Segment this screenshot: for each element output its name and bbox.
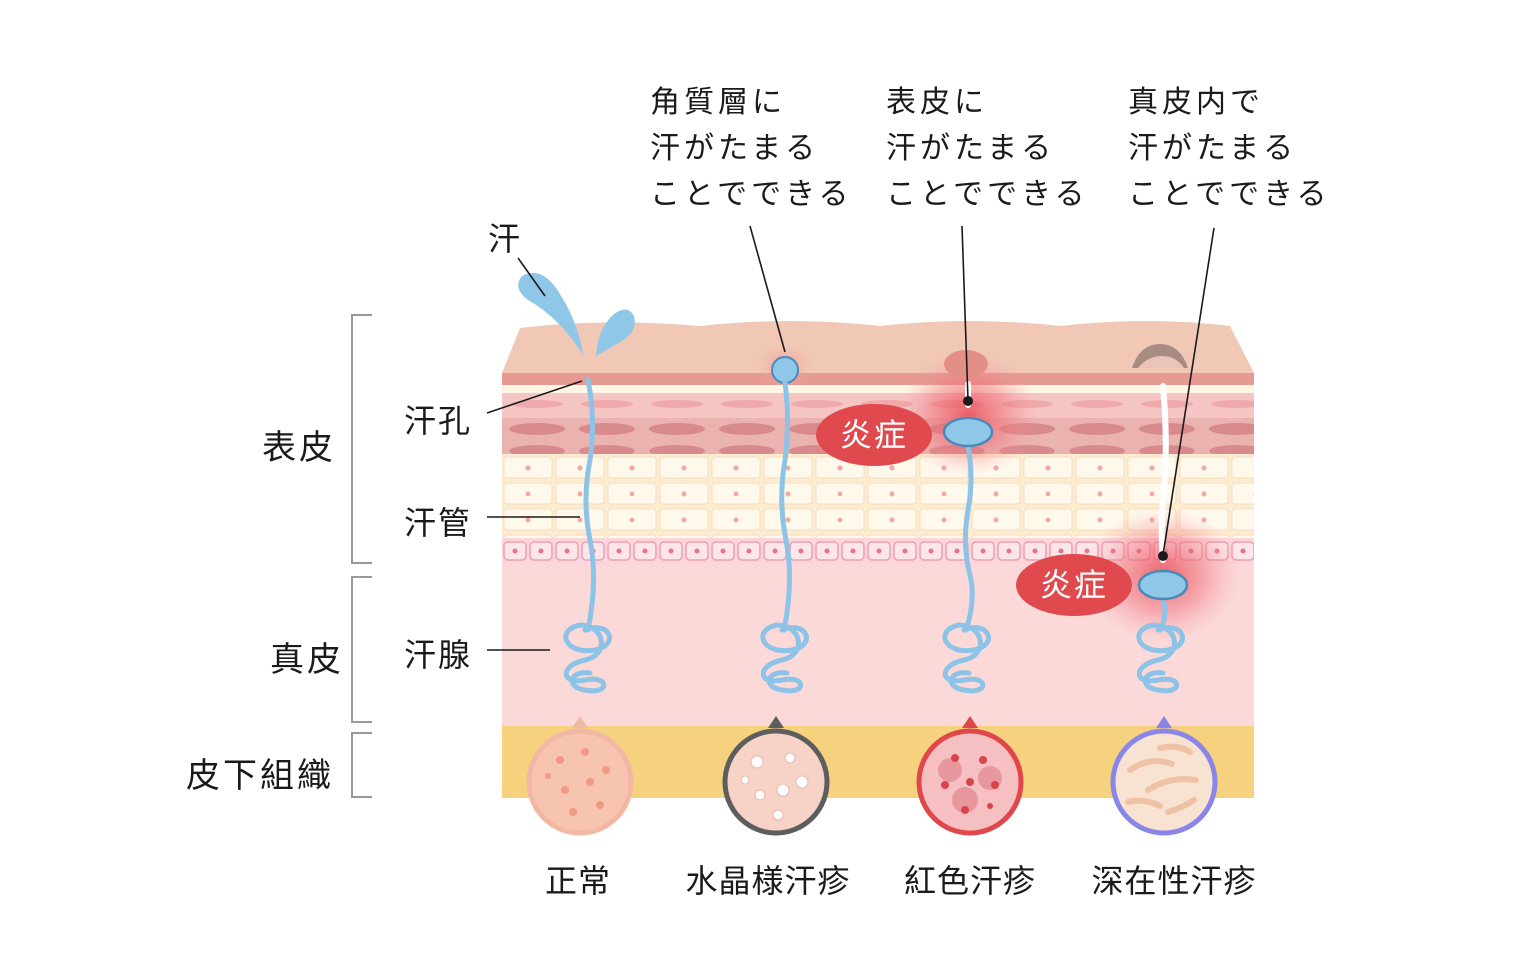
label-sweat: 汗	[488, 220, 523, 258]
sweat-sacs	[942, 416, 1189, 601]
sweat-glands	[563, 622, 1185, 694]
label-duct: 汗管	[404, 504, 473, 542]
leader-lines	[486, 225, 1215, 651]
sweat-drop-icon	[518, 272, 635, 356]
inflammation-badge: 炎症	[816, 404, 932, 466]
layer-brackets	[351, 314, 372, 798]
annotation-line: 汗がたまる	[886, 131, 1056, 166]
annotation-line: 汗がたまる	[650, 131, 820, 166]
annotation-line: 汗がたまる	[1128, 131, 1298, 166]
caption-normal: 正常	[544, 862, 611, 900]
annotation-line: 真皮内で	[1128, 85, 1264, 120]
pointer-dot	[1158, 551, 1168, 561]
annotation-rubra: 表皮に 汗がたまる ことでできる	[886, 80, 1089, 218]
annotation-line: ことでできる	[650, 177, 853, 212]
layer-label-epidermis: 表皮	[262, 428, 336, 468]
zoom-circles	[526, 716, 1218, 836]
inflammation-areas	[896, 353, 1241, 643]
pointer-dot	[963, 396, 973, 406]
duct-white	[1158, 383, 1169, 563]
annotation-line: ことでできる	[886, 177, 1089, 212]
annotation-line: 角質層に	[650, 85, 786, 120]
annotation-line: ことでできる	[1128, 177, 1331, 212]
label-gland: 汗腺	[404, 636, 473, 674]
layer-label-dermis: 真皮	[270, 640, 344, 680]
caption-miliaria-rubra: 紅色汗疹	[903, 862, 1036, 900]
inflammation-badge: 炎症	[1016, 554, 1132, 616]
annotation-crystallina: 角質層に 汗がたまる ことでできる	[650, 80, 853, 218]
caption-miliaria-profunda: 深在性汗疹	[1091, 862, 1257, 900]
caption-miliaria-crystallina: 水晶様汗疹	[685, 862, 851, 900]
label-pore: 汗孔	[404, 402, 473, 440]
annotation-profunda: 真皮内で 汗がたまる ことでできる	[1128, 80, 1331, 218]
annotation-line: 表皮に	[886, 85, 988, 120]
layer-label-subcutis: 皮下組織	[186, 756, 334, 796]
sweat-ducts	[583, 377, 1168, 633]
